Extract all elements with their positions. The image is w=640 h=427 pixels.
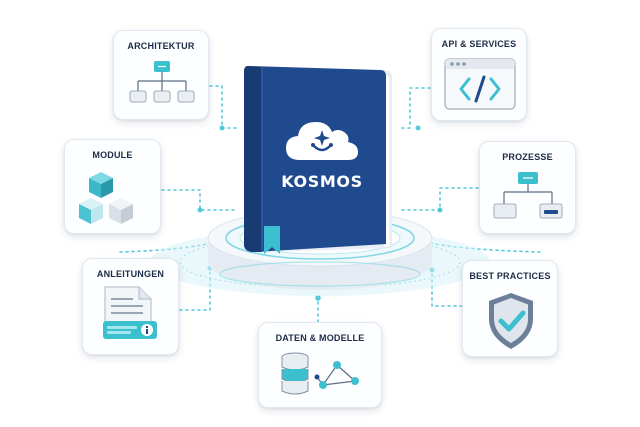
card-anleitungen: ANLEITUNGEN [82,258,179,355]
card-best-practices: BEST PRACTICES [462,260,558,357]
card-label: ARCHITEKTUR [127,41,195,51]
shield-check-icon [489,293,533,349]
hierarchy-diagram-icon [129,61,195,103]
code-window-icon [444,58,516,110]
card-label: PROZESSE [502,152,553,162]
flow-diagram-icon [493,172,563,219]
cloud-logo-icon [286,122,358,160]
card-label: MODULE [92,150,133,160]
cubes-icon [79,172,133,224]
document-info-icon [103,286,157,339]
card-label: DATEN & MODELLE [275,333,365,343]
card-architektur: ARCHITEKTUR [113,30,209,120]
card-label: ANLEITUNGEN [96,269,165,279]
card-daten-modelle: DATEN & MODELLE [258,322,382,408]
card-label: BEST PRACTICES [469,271,551,281]
book-title: KOSMOS [281,172,363,191]
database-network-icon [281,352,359,395]
card-prozesse: PROZESSE [479,141,576,234]
card-api-services: API & SERVICES [431,28,527,121]
card-label: API & SERVICES [441,39,517,49]
card-module: MODULE [64,139,161,234]
